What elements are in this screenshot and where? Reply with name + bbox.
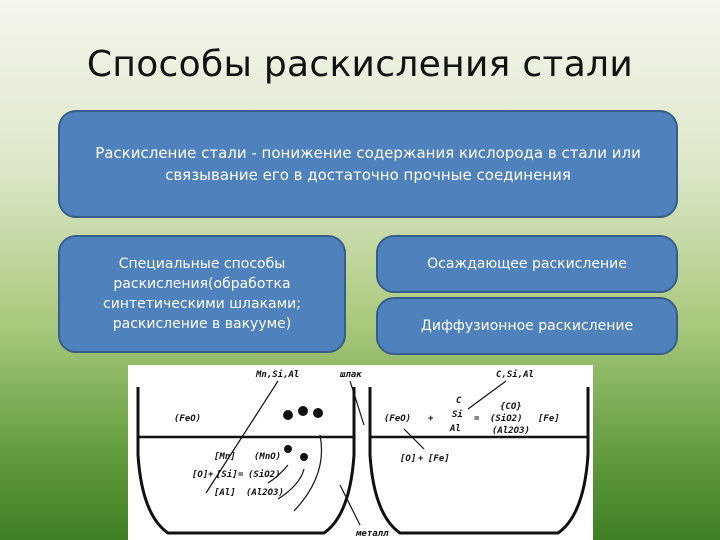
droplet [313, 408, 323, 418]
label-al-right: Al [449, 424, 461, 434]
droplet [284, 445, 292, 453]
label-feo-right: (FeO) [384, 414, 411, 424]
label-deoxidizers-right: C,Si,Al [496, 369, 534, 380]
slide-title: Способы раскисления стали [86, 44, 634, 85]
label-al2o3: (Al2O3) [246, 488, 284, 498]
left-ladle-outline [136, 387, 356, 535]
deoxidation-figure: Mn,Si,Al шлак (FeO) [Mn] (MnO) [O] + [Si… [128, 365, 593, 540]
label-eq: = [238, 470, 244, 480]
pointer-line [349, 380, 365, 426]
flow-arrow [277, 468, 305, 500]
label-al: [Al] [214, 488, 236, 498]
label-mno: (MnO) [254, 452, 281, 462]
ladle-diagram: Mn,Si,Al шлак (FeO) [Mn] (MnO) [O] + [Si… [136, 369, 590, 539]
label-sio2: (SiO2) [248, 469, 281, 480]
special-methods-text: Специальные способы раскисления(обработк… [103, 256, 301, 332]
label-eq-right: = [474, 414, 480, 424]
label-mn: [Mn] [214, 452, 236, 462]
label-fe-right-2: [Fe] [428, 454, 450, 464]
droplet [298, 406, 308, 416]
label-plus: + [208, 470, 214, 480]
precipitation-box: Осаждающее раскисление [376, 235, 678, 293]
pointer-line [403, 428, 425, 450]
flow-arrow [293, 434, 323, 512]
label-al2o3-right: (Al2O3) [492, 426, 530, 436]
right-ladle-outline [368, 387, 590, 535]
label-deoxidizers-left: Mn,Si,Al [255, 369, 299, 380]
label-metal: металл [355, 529, 389, 539]
precipitation-text: Осаждающее раскисление [427, 256, 627, 272]
label-plus-right: + [428, 414, 434, 424]
label-o-right: [O] [400, 454, 416, 464]
label-feo-left: (FeO) [174, 414, 201, 424]
pointer-line [467, 380, 507, 410]
label-plus-right-2: + [418, 454, 424, 464]
definition-box: Раскисление стали - понижение содержания… [58, 110, 678, 218]
label-si-right: Si [452, 409, 463, 420]
label-c: C [456, 396, 462, 406]
droplet [283, 410, 293, 420]
pointer-line [205, 380, 279, 494]
flow-arrow [267, 464, 289, 484]
diffusion-box: Диффузионное раскисление [376, 297, 678, 355]
label-sio2-right: (SiO2) [490, 413, 523, 424]
pointer-line [339, 484, 361, 526]
label-co: {CO} [500, 402, 522, 412]
diffusion-text: Диффузионное раскисление [420, 318, 634, 334]
label-si: [Si] [216, 469, 238, 480]
label-slag: шлак [339, 370, 362, 380]
droplet [300, 453, 308, 461]
definition-text: Раскисление стали - понижение содержания… [95, 144, 641, 184]
special-methods-box: Специальные способы раскисления(обработк… [58, 235, 346, 353]
label-fe-right: [Fe] [538, 414, 560, 424]
label-o: [O] [192, 470, 208, 480]
